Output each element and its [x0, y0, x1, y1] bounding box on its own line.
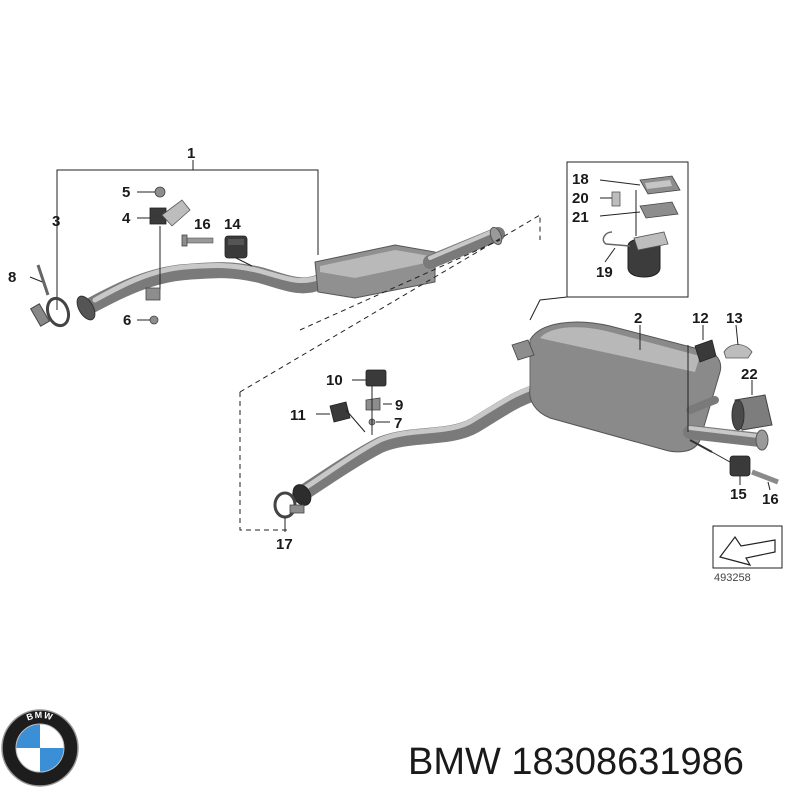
rear-muffler-part-2	[511, 321, 769, 453]
callout-2: 2	[634, 310, 642, 327]
callout-3: 3	[52, 213, 60, 230]
group-bracket-1	[56, 169, 319, 255]
callout-22: 22	[741, 366, 758, 383]
callout-7: 7	[394, 415, 402, 432]
front-pipe-with-converter	[76, 226, 505, 321]
callout-15: 15	[730, 486, 747, 503]
bolt-part-16-rear	[751, 469, 779, 491]
callout-12: 12	[692, 310, 709, 327]
rear-section-group	[273, 321, 779, 532]
connection-dashes-left	[239, 392, 290, 531]
callout-10: 10	[326, 372, 343, 389]
callout-9: 9	[395, 397, 403, 414]
rubber-hanger-part-12	[687, 325, 717, 432]
part-caption: BMW 18308631986	[408, 741, 744, 783]
callout-16-front: 16	[194, 216, 211, 233]
front-section-group	[29, 160, 505, 328]
callout-11: 11	[290, 407, 306, 424]
svg-text:BMW: BMW	[25, 710, 55, 723]
detail-inset	[529, 161, 689, 321]
callout-8: 8	[8, 269, 16, 286]
bolt-part-16-front	[181, 234, 214, 247]
tailpipe-tip-part-22	[731, 380, 773, 431]
callout-16-rear: 16	[762, 491, 779, 508]
callout-5: 5	[122, 184, 130, 201]
connection-dashes-mid	[299, 239, 501, 331]
hanger-part-13	[723, 324, 753, 359]
rubber-mount-part-14	[224, 235, 253, 267]
bmw-roundel-logo: BMW	[1, 709, 79, 787]
callout-labels: 1 2 3 4 5 6 7 8 9 10 11 12 13 14 15 16 1…	[8, 145, 779, 553]
hanger-bracket-4-5	[137, 186, 191, 301]
diagram-number: 493258	[714, 572, 751, 584]
inset-leader	[529, 296, 568, 321]
callout-21: 21	[572, 209, 589, 226]
arrow-pointer-icon	[712, 525, 783, 569]
hanger-cluster-7-9-10-11	[316, 369, 392, 435]
callout-6: 6	[123, 312, 131, 329]
clamp-part-8	[29, 264, 71, 328]
callout-4: 4	[122, 210, 131, 227]
callout-19: 19	[596, 264, 613, 281]
connection-dashes-top	[239, 214, 541, 393]
callout-1: 1	[187, 145, 195, 162]
callout-14: 14	[224, 216, 241, 233]
clamp-part-17	[273, 491, 305, 532]
callout-13: 13	[726, 310, 743, 327]
center-pipe	[292, 382, 553, 506]
nut-part-6	[137, 315, 159, 325]
callout-18: 18	[572, 171, 589, 188]
logo-lettering: BMW	[25, 710, 54, 723]
rubber-mount-part-15	[711, 451, 751, 485]
callout-17: 17	[276, 536, 293, 553]
callout-20: 20	[572, 190, 589, 207]
